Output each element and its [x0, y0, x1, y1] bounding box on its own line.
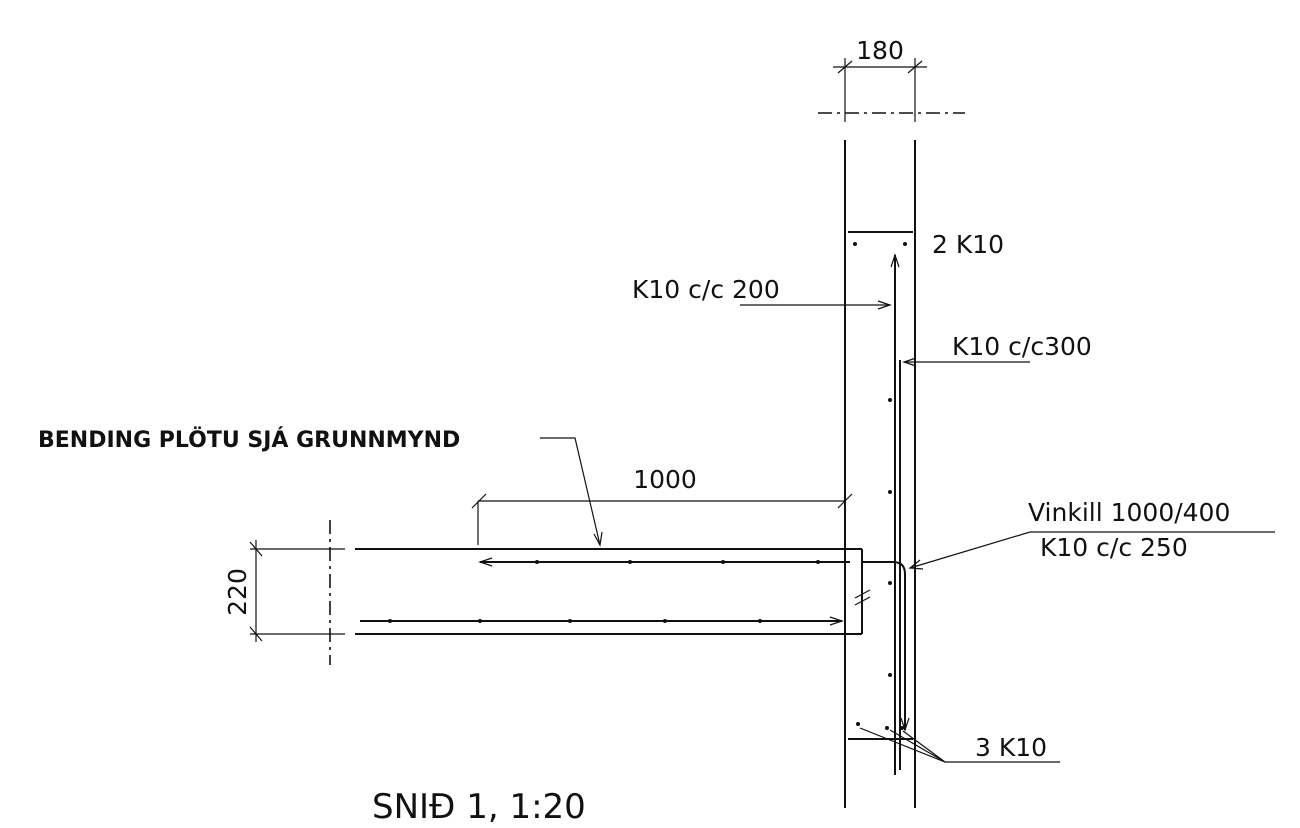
leader-bottom-bars	[859, 727, 1060, 763]
leader-wall-inner	[740, 300, 892, 310]
wall-inner-reinforcement-label: K10 c/c 200	[632, 275, 780, 304]
wall-thickness-dimension	[833, 58, 927, 122]
bottom-bars-label: 3 K10	[975, 733, 1047, 762]
rebar-dots	[388, 242, 907, 730]
slab	[355, 548, 871, 635]
wall-thickness-label: 180	[856, 36, 904, 65]
angle-bar-label-line2: K10 c/c 250	[1040, 533, 1188, 562]
slab-reinforcement-note: BENDING PLÖTU SJÁ GRUNNMYND	[38, 427, 460, 453]
wall-outer-reinforcement-label: K10 c/c300	[952, 332, 1092, 361]
slab-top-rebar	[478, 557, 850, 567]
slab-bottom-rebar	[360, 616, 844, 626]
slab-thickness-label: 220	[223, 568, 252, 616]
angle-bar-label-line1: Vinkill 1000/400	[1028, 498, 1230, 527]
slab-length-label: 1000	[633, 465, 697, 494]
slab-thickness-dimension	[249, 540, 345, 642]
top-bars-label: 2 K10	[932, 230, 1004, 259]
leader-wall-outer	[902, 357, 1030, 367]
wall	[844, 140, 916, 808]
wall-inner-rebar	[890, 253, 900, 775]
leader-angle-bar	[908, 531, 1275, 570]
leader-slab-note	[540, 437, 603, 547]
slab-length-dimension	[471, 493, 853, 545]
angle-rebar	[862, 561, 910, 732]
drawing-title: SNIÐ 1, 1:20	[372, 787, 586, 827]
